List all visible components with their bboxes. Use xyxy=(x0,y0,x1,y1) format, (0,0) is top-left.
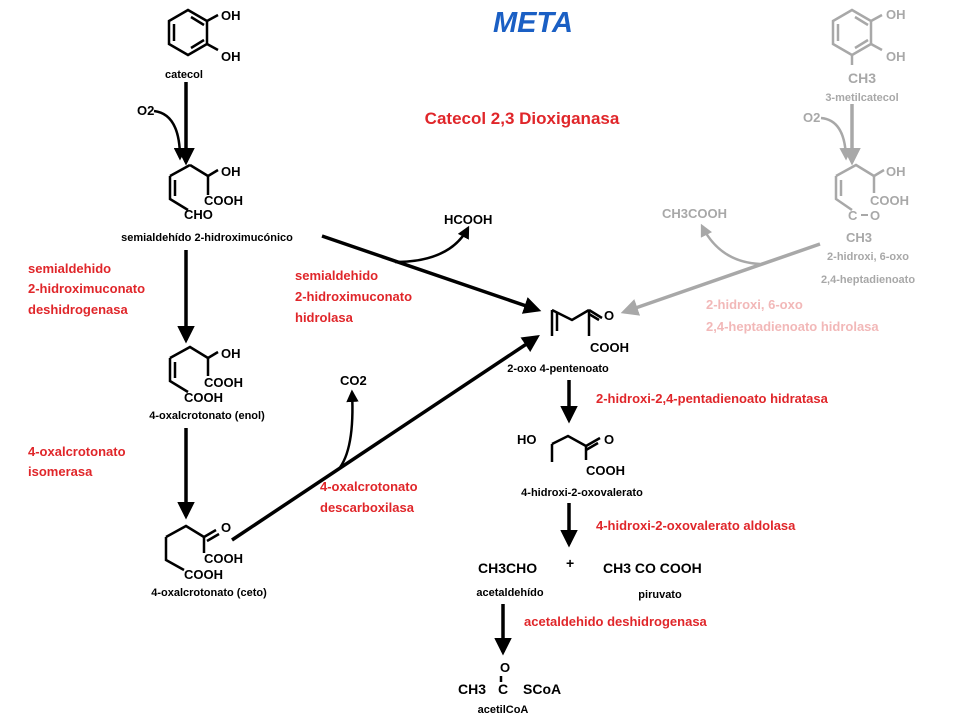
ceto-name: 4-oxalcrotonato (ceto) xyxy=(151,587,267,599)
heptadienoato-c: C xyxy=(848,208,858,223)
enol-name: 4-oxalcrotonato (enol) xyxy=(149,410,265,422)
acetaldehido-name: acetaldehído xyxy=(476,587,544,599)
ceto-o: O xyxy=(221,520,231,535)
oxovalerato-ho: HO xyxy=(517,432,537,447)
enzyme-descarboxilasa-line1: 4-oxalcrotonato xyxy=(320,479,418,494)
heptadienoato-structure xyxy=(834,163,885,212)
metilcatecol-structure xyxy=(831,8,883,65)
piruvato-name: piruvato xyxy=(638,589,682,601)
enol-structure xyxy=(168,345,219,394)
enzyme-hidrolasa-line1: semialdehido xyxy=(295,268,378,283)
enol-cooh-2: COOH xyxy=(184,390,223,405)
hcooh-label: HCOOH xyxy=(444,212,492,227)
acetilcoa-ch3: CH3 xyxy=(458,681,486,697)
semialdehido-oh: OH xyxy=(221,164,241,179)
o2-left-label: O2 xyxy=(137,103,154,118)
metilcatecol-ch3: CH3 xyxy=(848,70,876,86)
acetilcoa-c: C xyxy=(498,681,508,697)
co2-label: CO2 xyxy=(340,373,367,388)
heptadienoato-cooh: COOH xyxy=(870,193,909,208)
enzyme-isomerasa-line1: 4-oxalcrotonato xyxy=(28,444,126,459)
o2-left-curve xyxy=(153,109,187,161)
enzyme-heptadienoato-hidrolasa-line1: 2-hidroxi, 6-oxo xyxy=(706,297,803,312)
enzyme-deshidrogenasa-line3: deshidrogenasa xyxy=(28,302,128,317)
co2-curve xyxy=(337,389,359,471)
acetaldehido-formula: CH3CHO xyxy=(478,560,537,576)
heptadienoato-name-2: 2,4-heptadienoato xyxy=(821,274,915,286)
ch3cooh-label: CH3COOH xyxy=(662,206,727,221)
metilcatecol-oh-1: OH xyxy=(886,7,906,22)
oxovalerato-o: O xyxy=(604,432,614,447)
enzyme-isomerasa-line2: isomerasa xyxy=(28,464,93,479)
ceto-cooh-1: COOH xyxy=(204,551,243,566)
plus-sign: + xyxy=(566,555,574,571)
heptadienoato-o: O xyxy=(870,208,880,223)
enzyme-main-label: Catecol 2,3 Dioxiganasa xyxy=(425,109,620,128)
enzyme-acetaldehido-deshidrogenasa: acetaldehido deshidrogenasa xyxy=(524,614,708,629)
metilcatecol-oh-2: OH xyxy=(886,49,906,64)
oxovalerato-structure xyxy=(550,434,601,462)
acetilcoa-name: acetilCoA xyxy=(478,704,529,716)
catecol-oh-1: OH xyxy=(221,8,241,23)
page-title: META xyxy=(493,7,573,39)
enzyme-deshidrogenasa-line2: 2-hidroximuconato xyxy=(28,281,145,296)
heptadienoato-name-1: 2-hidroxi, 6-oxo xyxy=(827,251,909,263)
o2-right-label: O2 xyxy=(803,110,820,125)
heptadienoato-ch3: CH3 xyxy=(846,230,872,245)
metilcatecol-name: 3-metilcatecol xyxy=(825,92,898,104)
semialdehido-cho: CHO xyxy=(184,207,213,222)
acetilcoa-scoa: SCoA xyxy=(523,681,561,697)
enol-cooh-1: COOH xyxy=(204,375,243,390)
enzyme-hidrolasa-line2: 2-hidroximuconato xyxy=(295,289,412,304)
pentenoato-o: O xyxy=(604,308,614,323)
ceto-structure xyxy=(164,524,220,572)
catecol-oh-2: OH xyxy=(221,49,241,64)
arrow-ceto-to-pentenoato xyxy=(231,335,540,542)
enzyme-hidratasa: 2-hidroxi-2,4-pentadienoato hidratasa xyxy=(596,391,829,406)
catecol-name: catecol xyxy=(165,69,203,81)
oxovalerato-cooh: COOH xyxy=(586,463,625,478)
ceto-cooh-2: COOH xyxy=(184,567,223,582)
semialdehido-structure xyxy=(168,163,219,212)
enzyme-deshidrogenasa-line1: semialdehido xyxy=(28,261,111,276)
piruvato-formula: CH3 CO COOH xyxy=(603,560,702,576)
enzyme-heptadienoato-hidrolasa-line2: 2,4-heptadienoato hidrolasa xyxy=(706,319,879,334)
acetilcoa-o: O xyxy=(500,660,510,675)
ch3cooh-curve xyxy=(700,223,761,266)
semialdehido-cooh: COOH xyxy=(204,193,243,208)
semialdehido-name: semialdehído 2-hidroximucónico xyxy=(121,232,293,244)
pentenoato-name: 2-oxo 4-pentenoato xyxy=(507,363,609,375)
enzyme-hidrolasa-line3: hidrolasa xyxy=(295,310,354,325)
pentenoato-structure xyxy=(550,308,603,336)
enzyme-descarboxilasa-line2: descarboxilasa xyxy=(320,500,415,515)
hcooh-curve xyxy=(394,225,470,264)
catecol-structure xyxy=(167,8,219,57)
arrow-heptadienoato-to-pentenoato xyxy=(620,242,821,316)
heptadienoato-oh: OH xyxy=(886,164,906,179)
pentenoato-cooh: COOH xyxy=(590,340,629,355)
enzyme-aldolasa: 4-hidroxi-2-oxovalerato aldolasa xyxy=(596,518,796,533)
o2-right-curve xyxy=(820,116,852,161)
arrow-semialdehido-to-pentenoato xyxy=(321,234,542,314)
oxovalerato-name: 4-hidroxi-2-oxovalerato xyxy=(521,487,643,499)
enol-oh: OH xyxy=(221,346,241,361)
